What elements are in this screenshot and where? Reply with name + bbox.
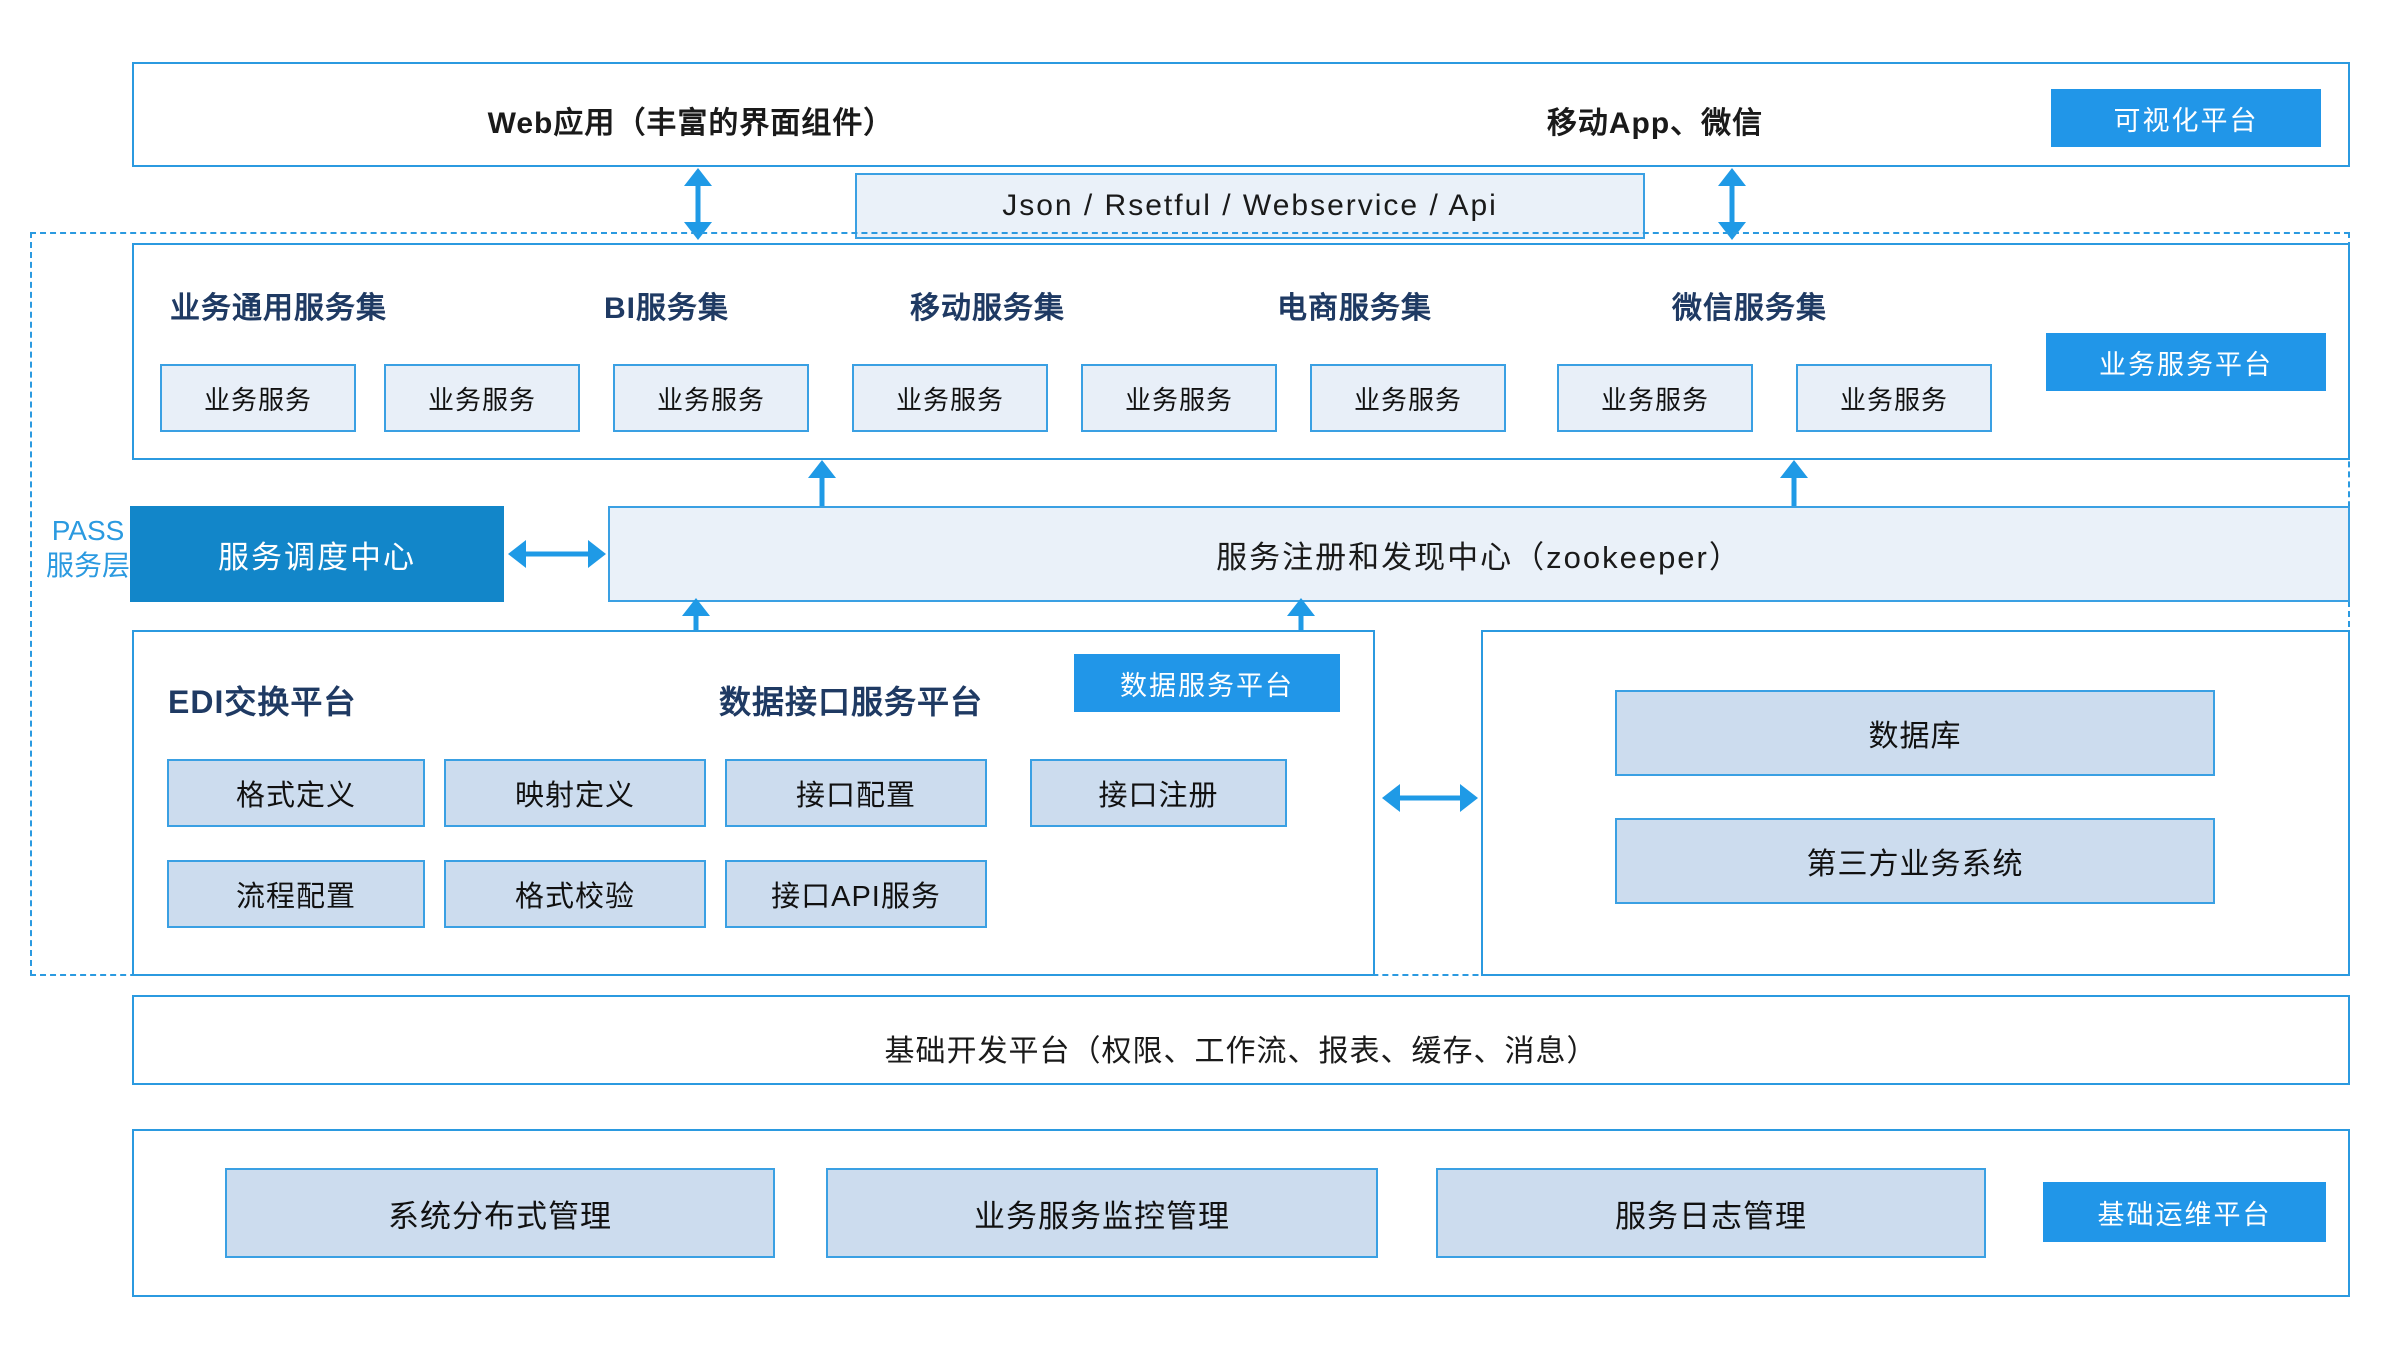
mobile-app-label: 移动App、微信 xyxy=(1546,107,1764,140)
edi-platform-title: EDI交换平台 xyxy=(168,684,357,720)
ops-box-distributed-management[interactable]: 系统分布式管理 xyxy=(225,1168,775,1258)
business-service-box-1[interactable]: 业务服务 xyxy=(384,364,580,432)
interface-platform-title: 数据接口服务平台 xyxy=(719,684,984,720)
edi-box-process-config[interactable]: 流程配置 xyxy=(167,860,425,928)
storage-box-third-party-system[interactable]: 第三方业务系统 xyxy=(1615,818,2215,904)
ops-box-service-log[interactable]: 服务日志管理 xyxy=(1436,1168,1986,1258)
connector-arrow-dispatch-to-registry xyxy=(508,528,606,580)
business-service-box-6[interactable]: 业务服务 xyxy=(1557,364,1753,432)
visualization-platform-badge[interactable]: 可视化平台 xyxy=(2051,89,2321,147)
service-registry-center-label: 服务注册和发现中心（zookeeper） xyxy=(1216,539,1742,575)
service-set-title-1: BI服务集 xyxy=(604,292,729,325)
ops-box-service-monitoring[interactable]: 业务服务监控管理 xyxy=(826,1168,1378,1258)
service-dispatch-center-box[interactable]: 服务调度中心 xyxy=(130,506,504,602)
service-registry-center-band: 服务注册和发现中心（zookeeper） xyxy=(608,506,2350,602)
business-service-box-4[interactable]: 业务服务 xyxy=(1081,364,1277,432)
storage-box-database[interactable]: 数据库 xyxy=(1615,690,2215,776)
interface-box-config[interactable]: 接口配置 xyxy=(725,759,987,827)
api-protocol-label: Json / Rsetful / Webservice / Api xyxy=(1002,189,1498,222)
business-service-box-0[interactable]: 业务服务 xyxy=(160,364,356,432)
presentation-layer-frame xyxy=(132,62,2350,167)
storage-panel-frame xyxy=(1481,630,2350,976)
connector-arrow-mobile-to-api xyxy=(1716,168,1748,240)
edi-box-format-validation[interactable]: 格式校验 xyxy=(444,860,706,928)
business-service-box-7[interactable]: 业务服务 xyxy=(1796,364,1992,432)
service-set-title-2: 移动服务集 xyxy=(910,292,1065,325)
ops-platform-badge[interactable]: 基础运维平台 xyxy=(2043,1182,2326,1242)
service-set-title-3: 电商服务集 xyxy=(1277,292,1432,325)
pass-label-line1: PASS xyxy=(51,515,125,546)
business-service-box-5[interactable]: 业务服务 xyxy=(1310,364,1506,432)
pass-label-line2: 服务层 xyxy=(45,550,130,581)
edi-box-format-definition[interactable]: 格式定义 xyxy=(167,759,425,827)
connector-arrow-web-to-api xyxy=(682,168,714,240)
data-service-platform-badge[interactable]: 数据服务平台 xyxy=(1074,654,1340,712)
base-dev-platform-frame xyxy=(132,995,2350,1085)
interface-box-api-service[interactable]: 接口API服务 xyxy=(725,860,987,928)
base-dev-platform-label: 基础开发平台（权限、工作流、报表、缓存、消息） xyxy=(884,1035,1598,1068)
edi-box-mapping-definition[interactable]: 映射定义 xyxy=(444,759,706,827)
pass-layer-label: PASS 服务层 xyxy=(28,513,148,583)
business-service-platform-badge[interactable]: 业务服务平台 xyxy=(2046,333,2326,391)
web-app-label: Web应用（丰富的界面组件） xyxy=(487,107,895,140)
connector-arrow-data-to-storage xyxy=(1382,772,1478,824)
api-protocol-band: Json / Rsetful / Webservice / Api xyxy=(855,173,1645,239)
business-service-box-3[interactable]: 业务服务 xyxy=(852,364,1048,432)
business-service-box-2[interactable]: 业务服务 xyxy=(613,364,809,432)
interface-box-register[interactable]: 接口注册 xyxy=(1030,759,1287,827)
service-set-title-4: 微信服务集 xyxy=(1672,292,1827,325)
service-set-title-0: 业务通用服务集 xyxy=(170,292,387,325)
